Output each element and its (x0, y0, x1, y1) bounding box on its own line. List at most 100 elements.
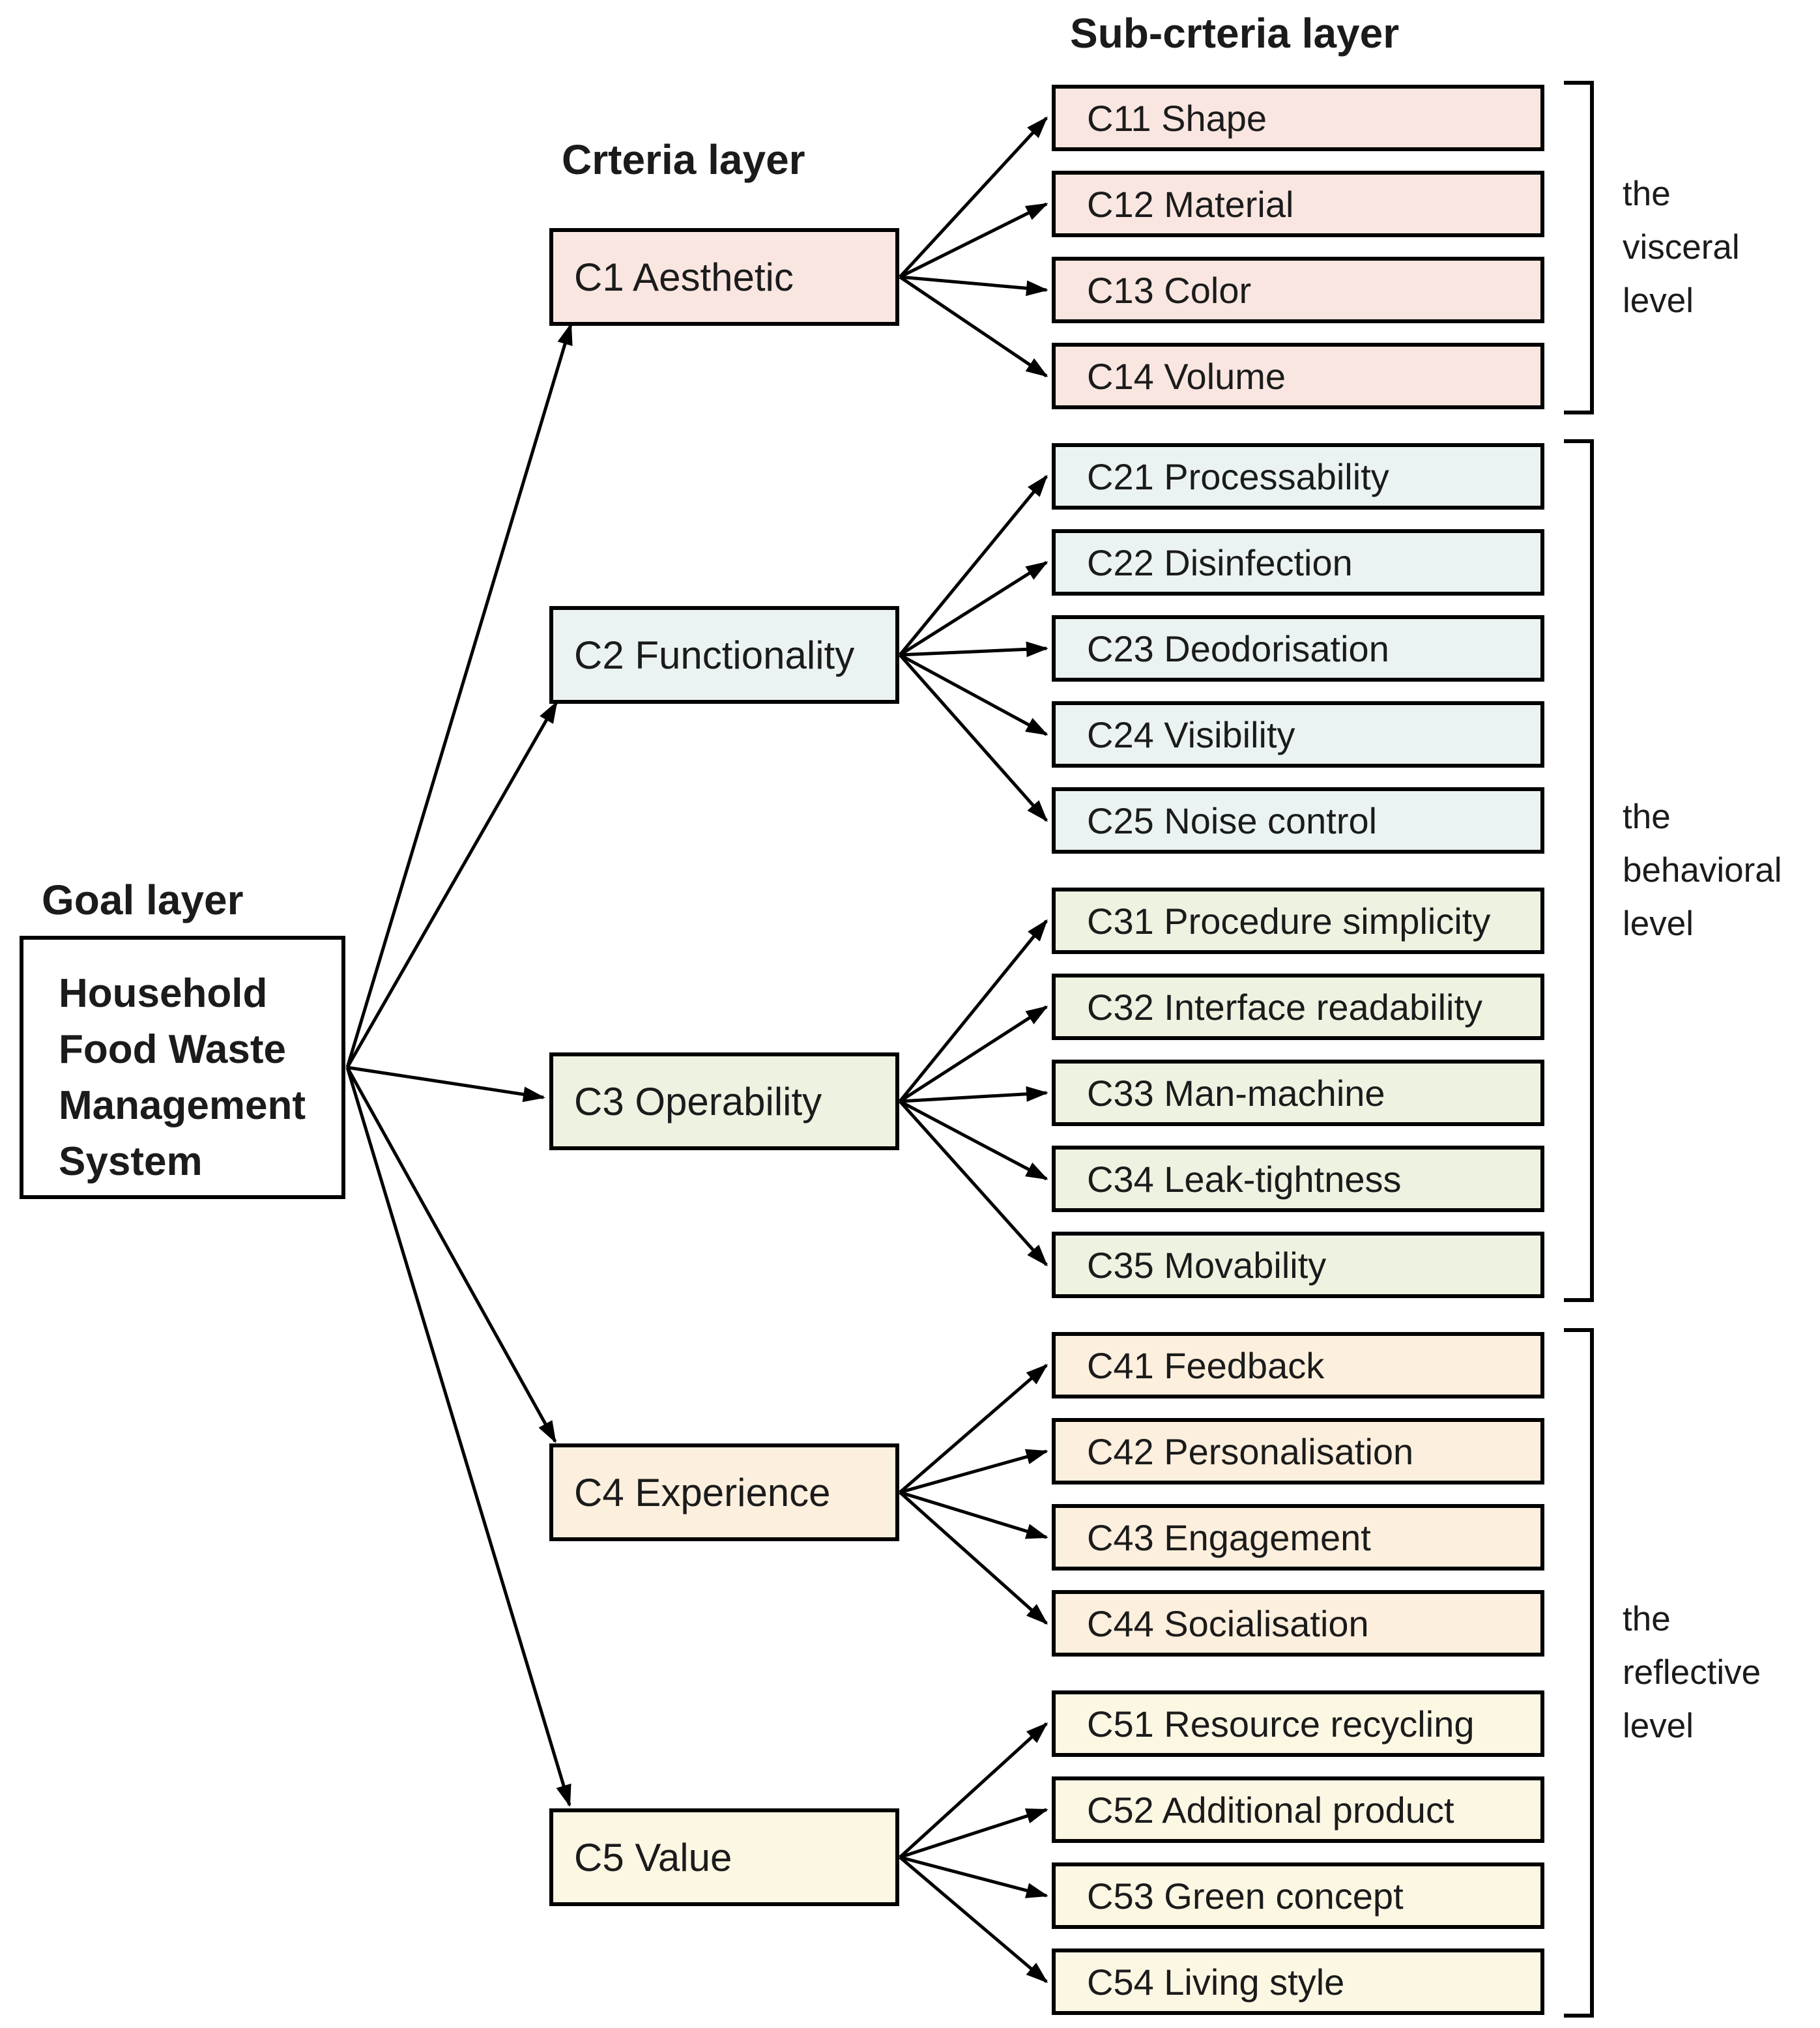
c2-to-c22-arrow (899, 560, 1048, 657)
sub-label: C53 Green concept (1087, 1875, 1404, 1917)
c3-to-c32-arrow (899, 1005, 1048, 1103)
c2-to-c21-arrow (899, 474, 1048, 656)
sub-box-c14: C14 Volume (1052, 343, 1544, 409)
sub-box-c44: C44 Socialisation (1052, 1590, 1544, 1657)
bracket-visceral-level (1564, 81, 1594, 414)
criteria-label: C1 Aesthetic (574, 255, 794, 299)
sub-label: C43 Engagement (1087, 1516, 1371, 1558)
level-label-line: visceral (1623, 228, 1740, 267)
sub-box-c12: C12 Material (1052, 171, 1544, 237)
sub-label: C21 Processability (1087, 456, 1389, 497)
sub-label: C42 Personalisation (1087, 1430, 1414, 1472)
sub-box-c23: C23 Deodorisation (1052, 615, 1544, 682)
c1-to-c11-arrow (899, 116, 1048, 278)
reflective-level-label: the reflective level (1623, 1593, 1761, 1753)
criteria-box-c3: C3 Operability (549, 1052, 899, 1150)
sub-criteria-layer-title: Sub-crteria layer (1070, 10, 1400, 57)
sub-label: C35 Movability (1087, 1244, 1327, 1286)
level-label-line: the (1623, 175, 1671, 213)
sub-box-c25: C25 Noise control (1052, 787, 1544, 854)
goal-to-c5-arrow (345, 1067, 571, 1807)
criteria-label: C4 Experience (574, 1470, 831, 1514)
level-label-line: level (1623, 282, 1694, 320)
sub-label: C25 Noise control (1087, 800, 1378, 841)
sub-label: C51 Resource recycling (1087, 1703, 1475, 1745)
goal-line: Food Waste (59, 1027, 287, 1072)
sub-box-c53: C53 Green concept (1052, 1862, 1544, 1929)
sub-box-c32: C32 Interface readability (1052, 974, 1544, 1040)
c1-to-c14-arrow (899, 275, 1048, 378)
goal-to-c1-arrow (345, 323, 573, 1068)
c1-to-c13-arrow (899, 275, 1048, 297)
sub-box-c35: C35 Movability (1052, 1232, 1544, 1298)
sub-box-c33: C33 Man-machine (1052, 1060, 1544, 1126)
sub-label: C24 Visibility (1087, 714, 1295, 755)
level-label-line: reflective (1623, 1653, 1761, 1692)
c2-to-c23-arrow (899, 641, 1048, 658)
c2-to-c24-arrow (899, 653, 1048, 736)
goal-box: Household Food Waste Management System (20, 936, 345, 1199)
sub-box-c24: C24 Visibility (1052, 701, 1544, 768)
goal-to-c2-arrow (345, 701, 558, 1069)
c5-to-c52-arrow (899, 1808, 1048, 1859)
level-label-line: level (1623, 1707, 1694, 1745)
c4-to-c44-arrow (899, 1491, 1048, 1625)
sub-label: C22 Disinfection (1087, 542, 1353, 583)
goal-line: Household (59, 971, 268, 1016)
level-label-line: the (1623, 1600, 1671, 1638)
visceral-level-label: the visceral level (1623, 167, 1740, 328)
c5-to-c53-arrow (899, 1855, 1048, 1898)
sub-label: C31 Procedure simplicity (1087, 900, 1491, 942)
sub-label: C14 Volume (1087, 355, 1286, 397)
c4-to-c43-arrow (899, 1490, 1048, 1539)
c1-to-c12-arrow (899, 202, 1048, 279)
sub-box-c34: C34 Leak-tightness (1052, 1146, 1544, 1212)
goal-line: System (59, 1139, 203, 1184)
sub-label: C13 Color (1087, 269, 1252, 311)
sub-box-c51: C51 Resource recycling (1052, 1690, 1544, 1757)
sub-box-c41: C41 Feedback (1052, 1332, 1544, 1398)
criteria-box-c4: C4 Experience (549, 1443, 899, 1541)
c3-to-c35-arrow (899, 1100, 1048, 1267)
sub-label: C34 Leak-tightness (1087, 1158, 1402, 1200)
sub-label: C41 Feedback (1087, 1344, 1325, 1386)
behavioral-level-label: the behavioral level (1623, 790, 1782, 951)
sub-label: C23 Deodorisation (1087, 628, 1389, 669)
sub-label: C44 Socialisation (1087, 1602, 1369, 1644)
sub-box-c13: C13 Color (1052, 257, 1544, 323)
criteria-label: C5 Value (574, 1835, 732, 1879)
sub-box-c31: C31 Procedure simplicity (1052, 888, 1544, 954)
c5-to-c51-arrow (899, 1722, 1048, 1859)
goal-line: Management (59, 1083, 306, 1128)
c3-to-c34-arrow (899, 1099, 1048, 1181)
sub-box-c11: C11 Shape (1052, 85, 1544, 151)
sub-label: C11 Shape (1087, 97, 1267, 139)
criteria-box-c5: C5 Value (549, 1808, 899, 1906)
level-label-line: behavioral (1623, 851, 1782, 890)
sub-label: C33 Man-machine (1087, 1072, 1385, 1114)
c4-to-c42-arrow (899, 1449, 1048, 1494)
sub-label: C32 Interface readability (1087, 986, 1483, 1028)
c4-to-c41-arrow (899, 1364, 1048, 1494)
sub-box-c52: C52 Additional product (1052, 1776, 1544, 1843)
sub-box-c22: C22 Disinfection (1052, 529, 1544, 596)
c5-to-c54-arrow (899, 1856, 1048, 1983)
bracket-reflective-level (1564, 1328, 1594, 2018)
sub-label: C54 Living style (1087, 1961, 1345, 2003)
criteria-label: C2 Functionality (574, 633, 855, 677)
sub-label: C12 Material (1087, 183, 1294, 225)
sub-box-c54: C54 Living style (1052, 1948, 1544, 2015)
criteria-box-c2: C2 Functionality (549, 606, 899, 704)
c3-to-c31-arrow (899, 919, 1048, 1103)
c2-to-c25-arrow (899, 654, 1048, 822)
criteria-box-c1: C1 Aesthetic (549, 228, 899, 326)
goal-to-c3-arrow (347, 1065, 545, 1103)
criteria-layer-title: Crteria layer (562, 136, 805, 183)
level-label-line: level (1623, 905, 1694, 943)
goal-to-c4-arrow (345, 1066, 557, 1443)
sub-label: C52 Additional product (1087, 1789, 1454, 1831)
c3-to-c33-arrow (899, 1086, 1048, 1103)
sub-box-c42: C42 Personalisation (1052, 1418, 1544, 1485)
